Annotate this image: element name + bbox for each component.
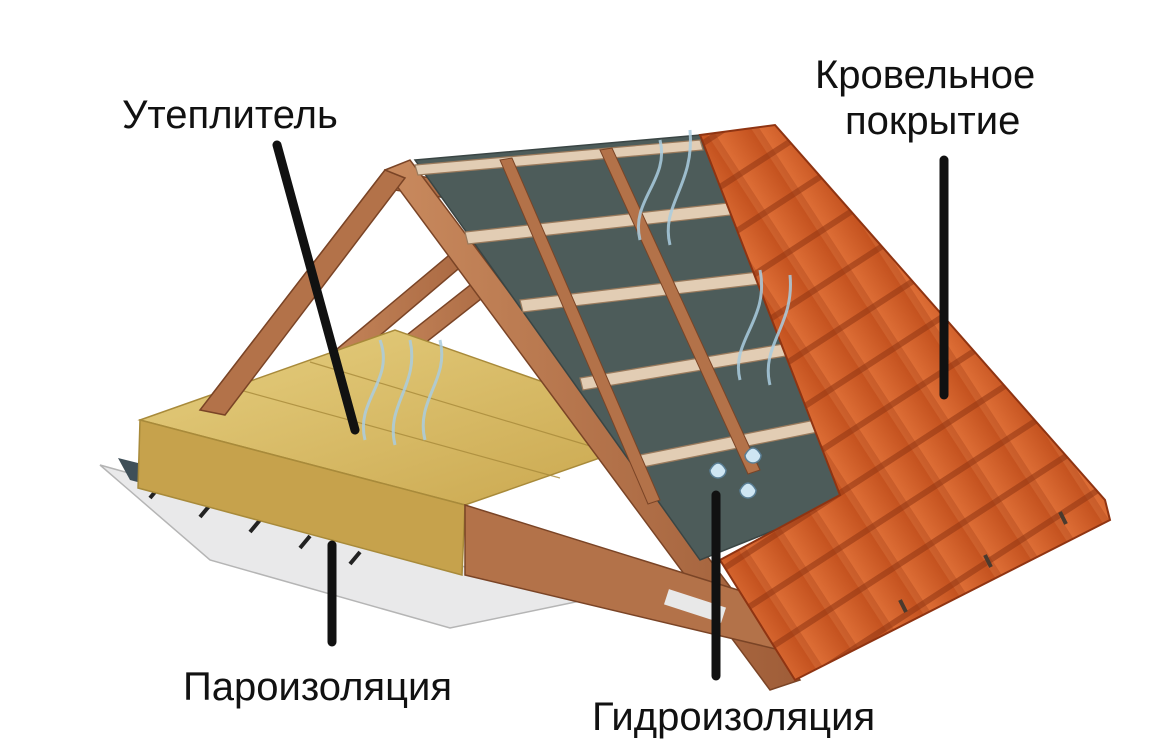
joist-label-plate	[663, 589, 727, 623]
label-vapor-barrier: Пароизоляция	[183, 665, 453, 709]
label-insulation: Утеплитель	[122, 93, 338, 137]
leader-insulation	[272, 140, 360, 435]
tile-edge-brackets	[898, 511, 1068, 613]
label-roofing-line1: Кровельное	[815, 53, 1036, 97]
label-waterproofing: Гидроизоляция	[592, 695, 876, 739]
label-roofing-line2: покрытие	[845, 99, 1021, 143]
insulation-seams	[239, 361, 621, 479]
label-roofing: Кровельное покрытие	[815, 52, 1035, 144]
water-droplets	[709, 447, 762, 499]
leader-lines	[272, 140, 949, 681]
rafter-front	[383, 159, 802, 691]
roof-tiles	[698, 123, 1112, 682]
rafter-front-left	[198, 169, 407, 416]
vapor-swirls	[361, 129, 792, 446]
counter-battens	[499, 147, 761, 505]
insulation-front	[137, 419, 466, 576]
